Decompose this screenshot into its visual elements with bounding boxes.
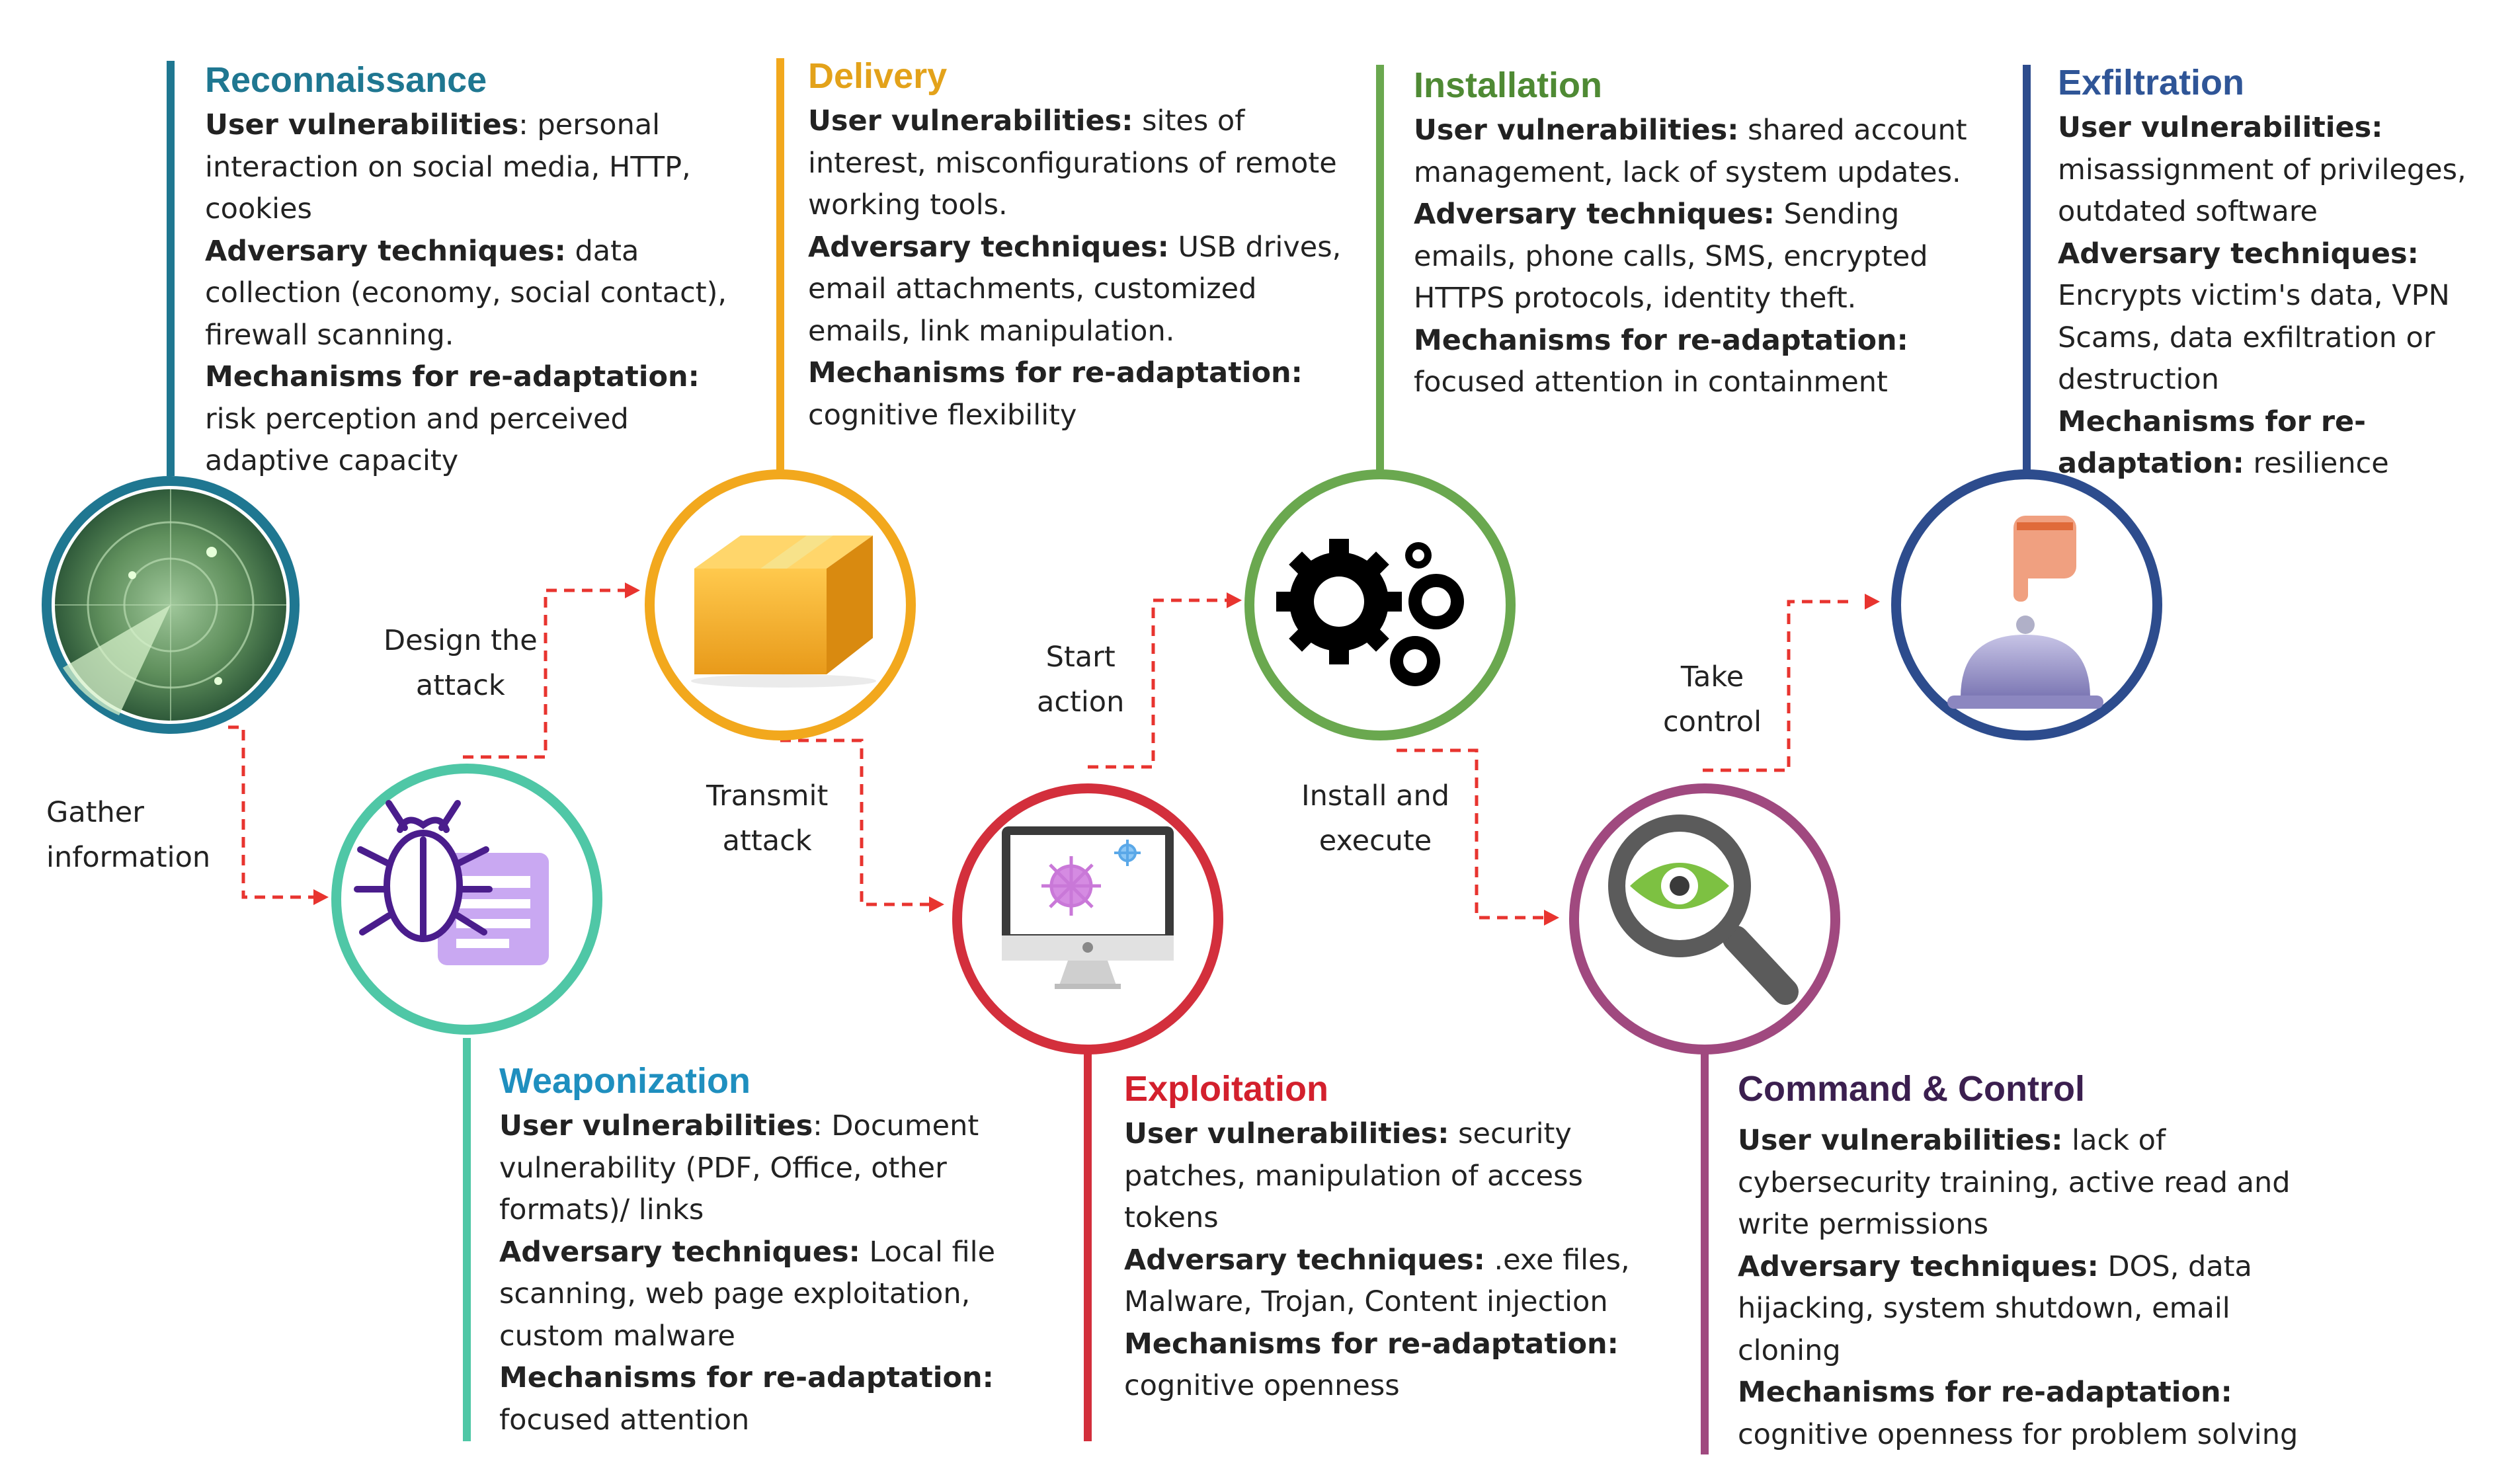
exploitation-title: Exploitation [1124,1069,1328,1109]
installation-node [1244,469,1516,740]
exfiltration-adversary-techniques: Adversary techniques: Encrypts victim's … [2058,237,2450,397]
flow-design-arrowhead [625,582,640,598]
command-control-title: Command & Control [1738,1069,2085,1109]
flow-transmit-arrowhead [929,896,944,912]
weaponization-text-block: Weaponization User vulnerabilities: Docu… [499,1058,1002,1441]
weaponization-adversary-techniques: Adversary techniques: Local file scannin… [499,1235,996,1353]
installation-mechanisms: Mechanisms for re-adaptation: focused at… [1414,323,1908,399]
flow-transmit-connector [780,738,932,906]
flow-label-design: Design the attack [384,624,538,702]
delivery-user-vulnerabilities: User vulnerabilities: sites of interest,… [808,104,1337,221]
command-control-adversary-techniques: Adversary techniques: DOS, data hijackin… [1738,1250,2252,1367]
delivery-node [645,469,916,740]
flow-install-arrowhead [1544,910,1559,926]
installation-adversary-techniques: Adversary techniques: Sending emails, ph… [1414,198,1928,315]
flow-label-start: Start action [1037,641,1125,719]
flow-start-arrowhead [1227,592,1242,608]
package-box-icon [691,536,876,688]
exploitation-mechanisms: Mechanisms for re-adaptation: cognitive … [1124,1327,1619,1403]
installation-user-vulnerabilities: User vulnerabilities: shared account man… [1414,114,1967,189]
flow-gather-arrowhead [313,889,329,905]
flow-install-connector [1397,748,1547,920]
delivery-title: Delivery [808,56,948,96]
exploitation-adversary-techniques: Adversary techniques: .exe files, Malwar… [1124,1243,1630,1319]
exfiltration-node [1891,469,2162,740]
flow-design-connector [463,588,628,759]
exploitation-node [952,783,1223,1054]
delivery-adversary-techniques: Adversary techniques: USB drives, email … [808,230,1342,348]
reconnaissance-node [42,476,300,734]
command-control-user-vulnerabilities: User vulnerabilities: lack of cybersecur… [1738,1124,2291,1241]
exploitation-user-vulnerabilities: User vulnerabilities: security patches, … [1124,1117,1583,1234]
reconnaissance-mechanisms: Mechanisms for re-adaptation: risk perce… [205,360,700,477]
weaponization-title: Weaponization [499,1061,751,1101]
exfiltration-text-block: Exfiltration User vulnerabilities: misas… [2058,60,2514,485]
flow-take-arrowhead [1865,594,1880,610]
flow-start-connector [1088,598,1230,769]
bug-document-icon [354,800,549,965]
delivery-text-block: Delivery User vulnerabilities: sites of … [808,53,1357,436]
weaponization-node [331,764,602,1035]
reconnaissance-adversary-techniques: Adversary techniques: data collection (e… [205,234,727,352]
installation-text-block: Installation User vulnerabilities: share… [1414,62,1982,404]
reconnaissance-title: Reconnaissance [205,60,487,100]
exfiltration-user-vulnerabilities: User vulnerabilities: misassignment of p… [2058,111,2466,228]
flow-label-gather: Gather information [46,796,211,874]
reconnaissance-text-block: Reconnaissance User vulnerabilities: per… [205,57,747,483]
installation-title: Installation [1414,65,1603,105]
exploitation-text-block: Exploitation User vulnerabilities: secur… [1124,1066,1640,1408]
weaponization-user-vulnerabilities: User vulnerabilities: Document vulnerabi… [499,1109,979,1226]
service-bell-icon [1947,516,2103,709]
flow-label-take: Take control [1663,660,1762,738]
flow-gather-connector [228,725,317,899]
flow-label-transmit: Transmit attack [706,779,829,857]
exfiltration-mechanisms: Mechanisms for re-adaptation: resilience [2058,405,2389,481]
flow-label-install: Install and execute [1301,779,1450,857]
reconnaissance-user-vulnerabilities: User vulnerabilities: personal interacti… [205,108,691,225]
magnifier-eye-icon [1608,815,1799,1005]
weaponization-mechanisms: Mechanisms for re-adaptation: focused at… [499,1361,994,1437]
infected-computer-icon [1002,826,1174,989]
command-control-text-block: Command & Control User vulnerabilities: … [1738,1066,2333,1456]
radar-icon [55,489,286,721]
command-control-node [1569,783,1840,1054]
flow-take-connector [1703,600,1855,772]
exfiltration-title: Exfiltration [2058,63,2245,102]
command-control-mechanisms: Mechanisms for re-adaptation: cognitive … [1738,1376,2298,1451]
delivery-mechanisms: Mechanisms for re-adaptation: cognitive … [808,356,1303,432]
gears-icon [1276,539,1464,686]
